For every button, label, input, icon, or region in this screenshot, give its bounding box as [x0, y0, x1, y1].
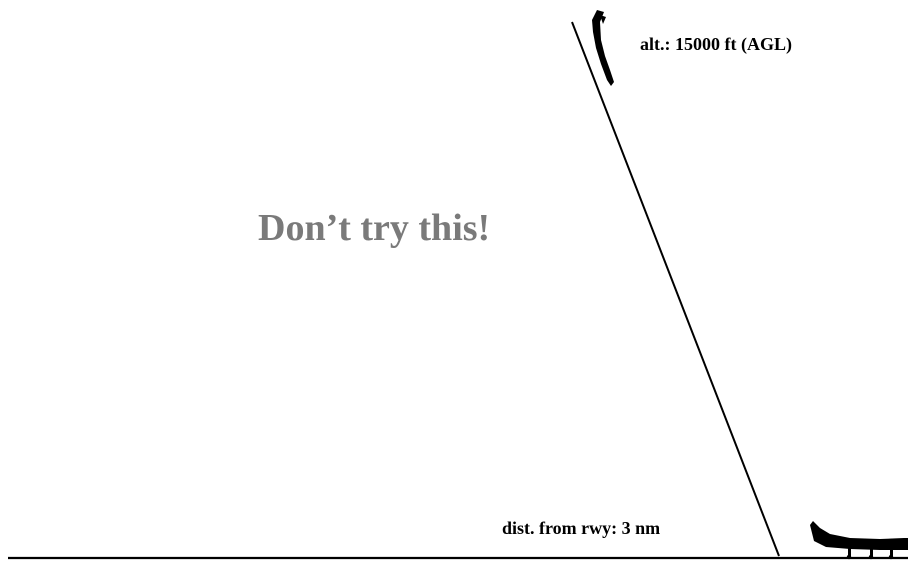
altitude-label: alt.: 15000 ft (AGL) — [640, 34, 792, 54]
descending-aircraft-icon — [592, 10, 614, 86]
distance-from-runway-label: dist. from rwy: 3 nm — [502, 518, 661, 538]
warning-text: Don’t try this! — [258, 207, 491, 249]
descent-path-line — [571, 21, 780, 557]
runway-aircraft-icon — [810, 521, 908, 560]
